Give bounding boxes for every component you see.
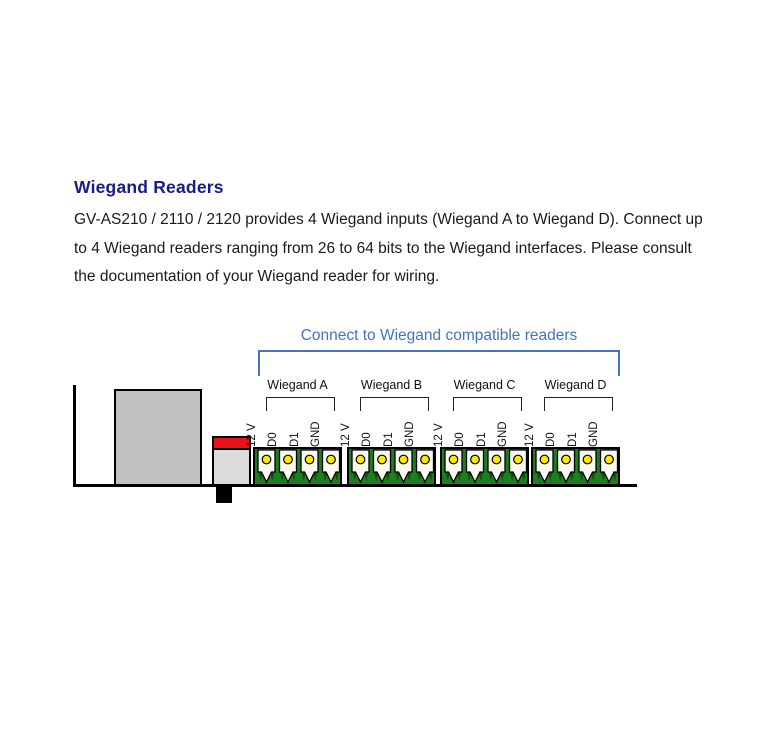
pin-label-d1: D1 [382, 432, 395, 447]
pin-label-d1: D1 [566, 432, 579, 447]
paragraph-line: the documentation of your Wiegand reader… [74, 268, 440, 285]
pin-label-12v: 12 V [523, 423, 536, 447]
group-bracket [544, 397, 613, 411]
readers-bracket [258, 350, 620, 376]
group-bracket [453, 397, 522, 411]
section-title: Wiegand Readers [74, 177, 224, 197]
group-label: Wiegand C [453, 378, 516, 392]
board-component-pin [216, 486, 232, 503]
group-label: Wiegand D [544, 378, 607, 392]
section-paragraph: GV-AS210 / 2110 / 2120 provides 4 Wiegan… [74, 206, 703, 292]
wiegand-group-a: Wiegand A 12 V D0 D1 GND [246, 376, 342, 488]
pin-label-gnd: GND [497, 421, 509, 447]
diagram-caption: Connect to Wiegand compatible readers [300, 327, 578, 344]
terminal-block [531, 447, 620, 486]
pin-label-gnd: GND [404, 421, 416, 447]
terminal-block [440, 447, 529, 486]
paragraph-line: to 4 Wiegand readers ranging from 26 to … [74, 239, 692, 257]
pin-label-d1: D1 [475, 432, 488, 447]
board-component-large [114, 389, 202, 486]
pin-label-12v: 12 V [245, 423, 258, 447]
group-label: Wiegand A [267, 378, 328, 392]
terminal-block [253, 447, 342, 486]
board-component-body [212, 450, 251, 486]
pin-label-d0: D0 [361, 432, 373, 447]
wiegand-group-d: Wiegand D 12 V D0 D1 GND [524, 376, 620, 488]
pin-label-gnd: GND [588, 421, 600, 447]
pin-label-12v: 12 V [432, 423, 445, 447]
wiegand-group-b: Wiegand B 12 V D0 D1 GND [340, 376, 436, 488]
pin-label-d0: D0 [267, 432, 279, 447]
pin-label-gnd: GND [310, 421, 322, 447]
pin-label-d0: D0 [454, 432, 466, 447]
pin-label-12v: 12 V [339, 423, 352, 447]
wiegand-group-c: Wiegand C 12 V D0 D1 GND [433, 376, 529, 488]
pin-label-d0: D0 [545, 432, 557, 447]
group-label: Wiegand B [360, 378, 423, 392]
paragraph-line: GV-AS210 / 2110 / 2120 provides 4 Wiegan… [74, 211, 703, 228]
board-left-edge [73, 385, 76, 486]
pin-label-d1: D1 [288, 432, 301, 447]
terminal-block [347, 447, 436, 486]
board-component-red-top [212, 436, 251, 450]
group-bracket [266, 397, 335, 411]
group-bracket [360, 397, 429, 411]
